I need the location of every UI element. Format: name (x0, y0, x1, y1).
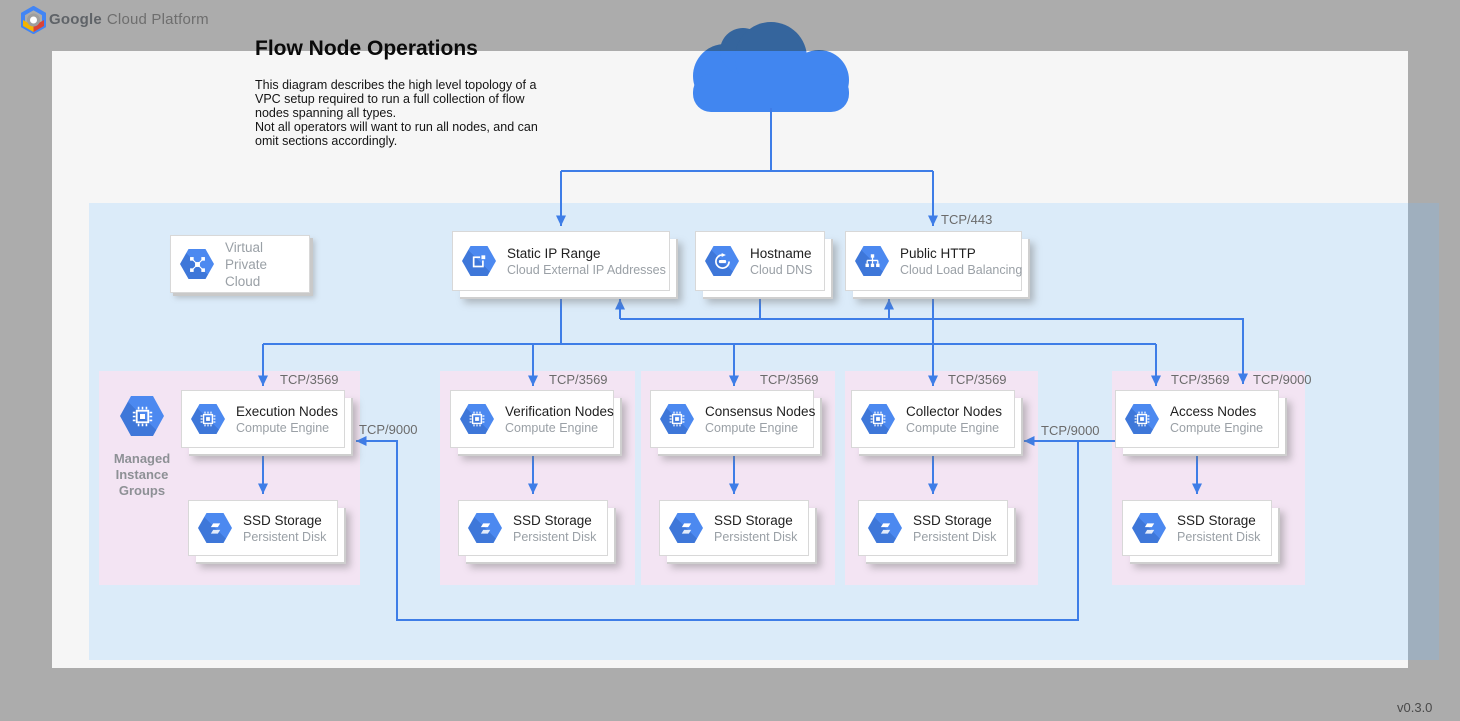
card-ssd-execution: SSD Storage Persistent Disk (188, 500, 338, 556)
port-label-tcp9000: TCP/9000 (359, 422, 418, 437)
card-ssd-consensus: SSD Storage Persistent Disk (659, 500, 809, 556)
cloud-dns-icon (705, 246, 739, 276)
card-access-nodes: Access Nodes Compute Engine (1115, 390, 1279, 448)
execution-nodes-title: Execution Nodes (236, 403, 339, 419)
card-public-http: Public HTTP Cloud Load Balancing (845, 231, 1022, 291)
port-label-tcp9000: TCP/9000 (1041, 423, 1100, 438)
card-virtual-private-cloud: Virtual Private Cloud (170, 235, 310, 293)
public-http-subtitle: Cloud Load Balancing (900, 262, 1023, 277)
port-label-tcp3569: TCP/3569 (760, 372, 819, 387)
port-label-tcp9000: TCP/9000 (1253, 372, 1312, 387)
hostname-title: Hostname (750, 245, 812, 261)
persistent-disk-icon (868, 513, 902, 543)
port-label-tcp3569: TCP/3569 (549, 372, 608, 387)
internet-cloud-icon-body (681, 51, 861, 112)
external-ip-icon (462, 246, 496, 276)
card-hostname: Hostname Cloud DNS (695, 231, 825, 291)
vpc-zone-overhang (1408, 203, 1439, 660)
verification-nodes-subtitle: Compute Engine (505, 420, 599, 435)
ssd-title: SSD Storage (714, 512, 793, 528)
access-nodes-title: Access Nodes (1170, 403, 1257, 419)
compute-engine-chip-icon (460, 404, 494, 434)
ssd-title: SSD Storage (243, 512, 322, 528)
google-cloud-platform-logo (21, 6, 46, 34)
card-consensus-nodes: Consensus Nodes Compute Engine (650, 390, 816, 448)
collector-nodes-subtitle: Compute Engine (906, 420, 1000, 435)
virtual-private-cloud-icon (180, 249, 214, 279)
port-label-tcp3569: TCP/3569 (280, 372, 339, 387)
persistent-disk-icon (1132, 513, 1166, 543)
brand-cloud-platform: Cloud Platform (106, 11, 209, 28)
port-label-tcp3569: TCP/3569 (948, 372, 1007, 387)
persistent-disk-icon (669, 513, 703, 543)
verification-nodes-title: Verification Nodes (505, 403, 614, 419)
brand-google: Google (49, 11, 102, 28)
access-nodes-subtitle: Compute Engine (1170, 420, 1264, 435)
consensus-nodes-title: Consensus Nodes (705, 403, 816, 419)
internet-cloud-icon (681, 18, 861, 51)
card-verification-nodes: Verification Nodes Compute Engine (450, 390, 614, 448)
ssd-subtitle: Persistent Disk (714, 529, 798, 544)
compute-engine-chip-icon (191, 404, 225, 434)
compute-engine-chip-icon (1125, 404, 1159, 434)
collector-nodes-title: Collector Nodes (906, 403, 1003, 419)
compute-engine-chip-icon (861, 404, 895, 434)
ssd-subtitle: Persistent Disk (513, 529, 597, 544)
execution-nodes-subtitle: Compute Engine (236, 420, 330, 435)
card-ssd-access: SSD Storage Persistent Disk (1122, 500, 1272, 556)
persistent-disk-icon (198, 513, 232, 543)
ssd-title: SSD Storage (1177, 512, 1256, 528)
load-balancer-icon (855, 246, 889, 276)
version-label: v0.3.0 (1397, 700, 1433, 715)
consensus-nodes-subtitle: Compute Engine (705, 420, 799, 435)
persistent-disk-icon (468, 513, 502, 543)
hostname-subtitle: Cloud DNS (750, 262, 813, 277)
ssd-title: SSD Storage (913, 512, 992, 528)
page-title: Flow Node Operations (255, 37, 478, 60)
vpc-card-label: Virtual Private Cloud (225, 239, 268, 289)
card-collector-nodes: Collector Nodes Compute Engine (851, 390, 1015, 448)
port-label-tcp443: TCP/443 (941, 212, 993, 227)
card-execution-nodes: Execution Nodes Compute Engine (181, 390, 345, 448)
card-ssd-collector: SSD Storage Persistent Disk (858, 500, 1008, 556)
description-text: This diagram describes the high level to… (255, 78, 538, 148)
ssd-subtitle: Persistent Disk (1177, 529, 1261, 544)
static-ip-title: Static IP Range (507, 245, 601, 261)
port-label-tcp3569: TCP/3569 (1171, 372, 1230, 387)
card-static-ip-range: Static IP Range Cloud External IP Addres… (452, 231, 670, 291)
ssd-subtitle: Persistent Disk (243, 529, 327, 544)
managed-instance-groups-label: Managed Instance Groups (113, 451, 171, 498)
ssd-title: SSD Storage (513, 512, 592, 528)
static-ip-subtitle: Cloud External IP Addresses (507, 262, 666, 277)
ssd-subtitle: Persistent Disk (913, 529, 997, 544)
card-ssd-verification: SSD Storage Persistent Disk (458, 500, 608, 556)
public-http-title: Public HTTP (900, 245, 976, 261)
compute-engine-chip-icon (660, 404, 694, 434)
